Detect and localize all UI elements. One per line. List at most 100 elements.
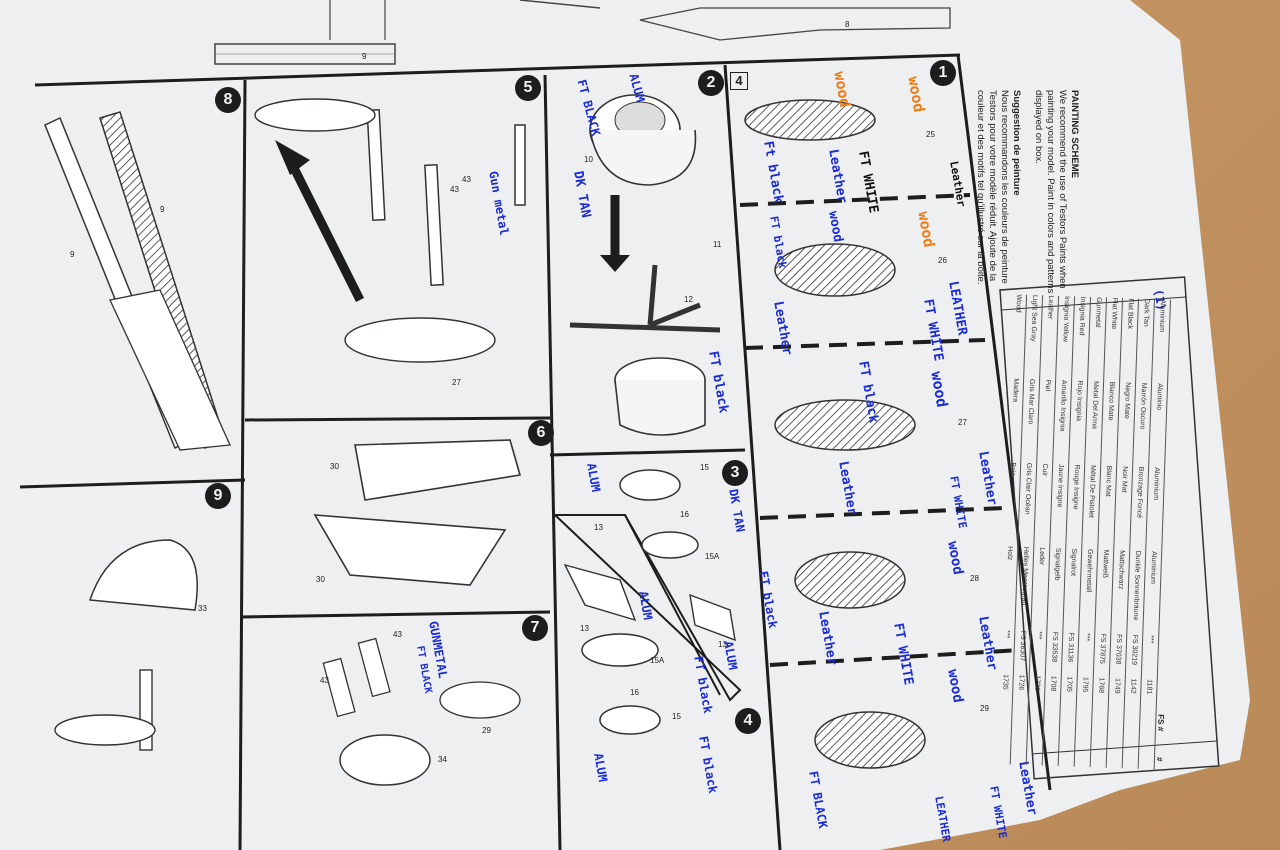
part-number: 15A bbox=[650, 656, 665, 665]
paint-table-cell: *** bbox=[1083, 632, 1091, 642]
paint-table-cell: Rouge Insigne bbox=[1071, 464, 1081, 510]
paint-table-cell: Flat White bbox=[1109, 297, 1119, 330]
part-number: 30 bbox=[330, 462, 339, 471]
paint-table-cell: 1708 bbox=[1049, 675, 1057, 692]
painting-scheme-fr-title: Suggestion de peinture bbox=[1011, 90, 1022, 196]
paint-table-cell: FS 31136 bbox=[1066, 632, 1075, 663]
part-number: 9 bbox=[70, 250, 75, 259]
paint-table-cell: Cuir bbox=[1040, 463, 1049, 477]
paint-table-cell: Noir Mat bbox=[1120, 466, 1129, 493]
part-number: 9 bbox=[362, 52, 367, 61]
part-number: 15A bbox=[705, 552, 720, 561]
part-number: 16 bbox=[680, 510, 689, 519]
paint-table-cell: Blanco Mate bbox=[1106, 381, 1116, 421]
paint-table-cell: 1795 bbox=[1081, 676, 1089, 693]
part-number: 9 bbox=[160, 205, 165, 214]
paint-table-cell: Dark Tan bbox=[1142, 298, 1151, 327]
step-box: 4 bbox=[730, 72, 748, 90]
step-number: 8 bbox=[215, 87, 241, 113]
paint-table-cell: Madera bbox=[1011, 378, 1020, 403]
part-number: 15 bbox=[672, 712, 681, 721]
painting-scheme-fr: Nous recommandons les couleurs de peintu… bbox=[975, 90, 1010, 285]
paint-table-cell: *** bbox=[1035, 631, 1043, 640]
paint-table-cell: Mattschwarz bbox=[1116, 549, 1126, 590]
paint-table-cell: 1735 bbox=[1001, 674, 1009, 690]
part-number: 13 bbox=[594, 523, 603, 532]
paint-table-header-fs: FS # bbox=[1155, 714, 1166, 732]
paint-table-cell: Rojo Insignia bbox=[1074, 380, 1084, 422]
part-number: 29 bbox=[980, 704, 989, 713]
paint-table-cell: Signalgelb bbox=[1053, 547, 1062, 581]
paint-table-cell: Flat Black bbox=[1125, 298, 1135, 330]
paint-table-cell: Aluminium bbox=[1157, 299, 1167, 333]
paint-table-cell: FS 33538 bbox=[1050, 631, 1059, 663]
paint-table-cell: *** bbox=[1147, 635, 1155, 644]
paint-table-cell: Marrón Oscuro bbox=[1138, 382, 1148, 430]
paint-table-cell: Signalrot bbox=[1069, 548, 1078, 577]
paint-table-cell: Helles Meeresgrau bbox=[1020, 546, 1030, 606]
paint-table-cell: 1749 bbox=[1113, 677, 1121, 694]
step-number: 1 bbox=[930, 60, 956, 86]
part-number: 15 bbox=[700, 463, 709, 472]
paint-table-cell: FS 37875 bbox=[1098, 633, 1107, 664]
part-number: 12 bbox=[684, 295, 693, 304]
paint-table-cell: Light Sea Gray bbox=[1029, 294, 1039, 342]
part-number: 43 bbox=[462, 175, 471, 184]
paint-table-cell: Métal De Pistolet bbox=[1087, 464, 1097, 519]
paint-table-cell: Leder bbox=[1037, 547, 1046, 566]
step-number: 9 bbox=[205, 483, 231, 509]
paint-table-cell: 1142 bbox=[1129, 678, 1137, 694]
painting-scheme-en: We recommend the use of Testors Paints w… bbox=[1033, 90, 1068, 294]
part-number: 13 bbox=[718, 640, 727, 649]
part-number: 43 bbox=[393, 630, 402, 639]
part-number: 8 bbox=[845, 20, 850, 29]
step-number: 3 bbox=[722, 460, 748, 486]
step-number: 5 bbox=[515, 75, 541, 101]
paint-table-cell: Gris Clair Océan bbox=[1023, 462, 1033, 515]
paint-table-cell: Leather bbox=[1046, 295, 1055, 320]
painting-scheme-title: PAINTING SCHEME bbox=[1069, 90, 1080, 178]
step-number: 2 bbox=[698, 70, 724, 96]
paint-table-cell: Aluminio bbox=[1155, 383, 1164, 411]
paint-table-cell: 1726 bbox=[1017, 674, 1025, 691]
paint-table-cell: Gunmetal bbox=[1093, 297, 1103, 328]
step-number: 7 bbox=[522, 615, 548, 641]
part-number: 11 bbox=[713, 240, 722, 249]
paint-table-cell: Bronzage Foncé bbox=[1135, 466, 1145, 519]
paint-table-cell: Amarillo Insignia bbox=[1058, 379, 1068, 432]
paint-table-cell: Negro Mate bbox=[1122, 382, 1132, 419]
step-number: 4 bbox=[735, 708, 761, 734]
part-number: 30 bbox=[316, 575, 325, 584]
part-number: 13 bbox=[580, 624, 589, 633]
part-number: 43 bbox=[320, 676, 329, 685]
paint-table-cell: FS 36307 bbox=[1018, 630, 1027, 662]
paint-table-cell: FS 30219 bbox=[1130, 634, 1139, 666]
paint-table-cell: Bois bbox=[1008, 462, 1017, 477]
part-number: 27 bbox=[958, 418, 967, 427]
part-number: 28 bbox=[970, 574, 979, 583]
part-number: 16 bbox=[630, 688, 639, 697]
part-number: 33 bbox=[198, 604, 207, 613]
paint-table-cell: Aluminium bbox=[1149, 551, 1158, 585]
step-number: 6 bbox=[528, 420, 554, 446]
part-number: 29 bbox=[482, 726, 491, 735]
paint-table-cell: Gewehrmetall bbox=[1084, 548, 1094, 593]
paint-table-cell: Wood bbox=[1014, 294, 1023, 313]
part-number: 26 bbox=[938, 256, 947, 265]
part-number: 27 bbox=[452, 378, 461, 387]
paint-table-cell: 1768 bbox=[1097, 677, 1105, 694]
part-number: 10 bbox=[584, 155, 593, 164]
paint-table-cell: Aluminium bbox=[1152, 467, 1161, 501]
part-number: 43 bbox=[450, 185, 459, 194]
paint-table-cell: Jaune Insigne bbox=[1055, 463, 1065, 508]
paint-table-header-num: # bbox=[1154, 756, 1165, 762]
paint-table-cell: Blanc Mat bbox=[1104, 465, 1113, 497]
paint-table-cell: Holz bbox=[1005, 546, 1014, 561]
paint-table-cell: FS 37038 bbox=[1114, 633, 1123, 665]
paint-table-cell: 1181 bbox=[1145, 679, 1153, 695]
paint-table-cell: 1705 bbox=[1065, 676, 1073, 693]
paint-table-cell: Dunkle Sonnenbräune bbox=[1131, 550, 1142, 621]
